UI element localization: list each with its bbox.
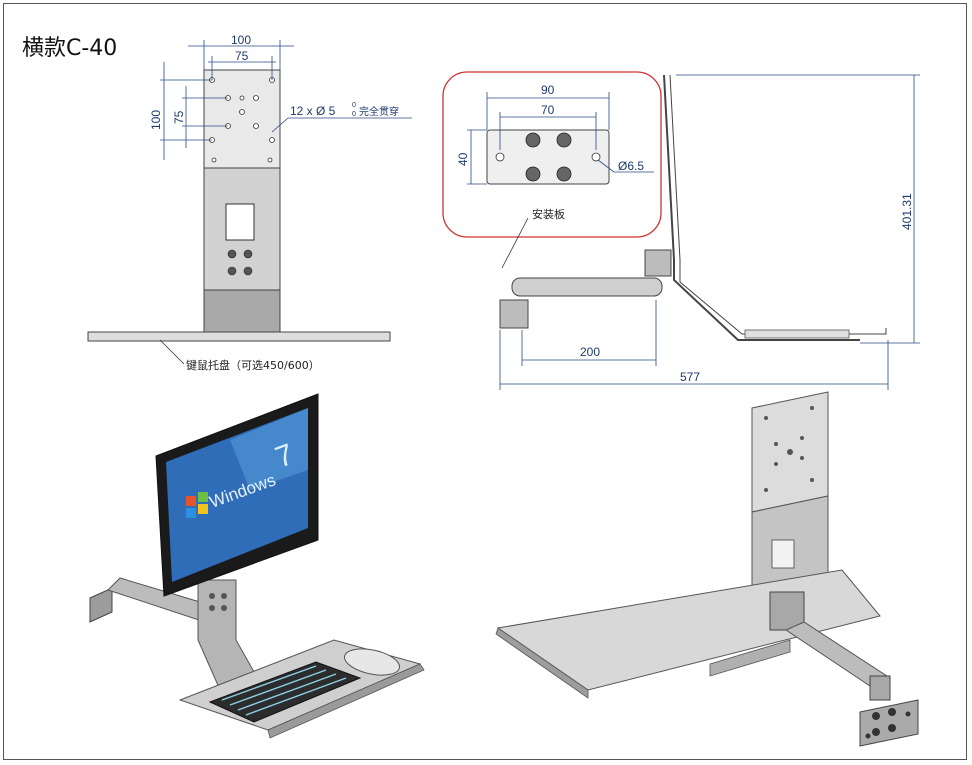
front-view: 键鼠托盘（可选450/600） 100 75 100 75 12 x Ø 5 0… xyxy=(87,33,412,372)
plate-dim-height: 40 xyxy=(456,152,470,166)
render-column-holes xyxy=(209,593,227,611)
plate-leader-line xyxy=(501,217,529,269)
drawing-frame xyxy=(3,3,967,760)
hole-tol-upper: 0 xyxy=(352,102,356,109)
column-bolts xyxy=(227,249,253,276)
dim-height-inner: 75 xyxy=(172,110,186,124)
total-height-dim: 401.31 xyxy=(900,193,914,230)
dim-width-inner: 75 xyxy=(235,49,249,63)
plate-dim-outer: 90 xyxy=(541,83,555,97)
tray-label: 键鼠托盘（可选450/600） xyxy=(186,358,320,372)
vesa-plate xyxy=(203,69,281,169)
mounting-plate xyxy=(486,129,610,185)
render-wall-plate xyxy=(859,699,919,747)
swing-arm xyxy=(511,277,663,297)
column-profile xyxy=(663,74,860,341)
render-bracket-only xyxy=(495,391,919,747)
render-vesa-holes xyxy=(764,406,814,492)
render-tray-foot xyxy=(709,639,791,677)
render-wall-plate-holes xyxy=(865,708,911,739)
tray-side xyxy=(744,329,850,339)
hole-tol-lower: 0 xyxy=(352,111,356,118)
total-length-dim: 577 xyxy=(680,370,700,384)
mounting-plate-callout-box xyxy=(442,71,662,238)
tray-profile xyxy=(669,74,887,335)
plate-dim-inner: 70 xyxy=(541,103,555,117)
drawing-title: 横款C-40 xyxy=(22,36,118,61)
keyboard-tray xyxy=(87,331,391,342)
dim-width-outer: 100 xyxy=(231,33,251,47)
render-tray-edge xyxy=(495,627,589,699)
vesa-holes xyxy=(209,77,275,163)
plate-hole-dim: Ø6.5 xyxy=(618,159,644,173)
tray-leader-line xyxy=(159,339,185,365)
mouse xyxy=(343,648,401,676)
render-tray-lip xyxy=(267,663,425,739)
column-base xyxy=(203,289,281,333)
plate-bolts xyxy=(525,132,572,182)
dim-height-outer: 100 xyxy=(149,110,163,130)
screen-glow xyxy=(230,408,308,490)
arm-dim: 200 xyxy=(580,345,600,359)
wall-bracket xyxy=(89,587,113,623)
render-column-window xyxy=(771,539,795,569)
plate-label: 安装板 xyxy=(532,207,565,221)
keyboard-keys xyxy=(221,665,347,716)
hole-note: 完全贯穿 xyxy=(359,105,399,118)
render-arm-hub xyxy=(869,675,891,701)
windows-logo xyxy=(186,492,208,518)
column-window xyxy=(225,203,255,241)
arm-joint xyxy=(644,249,672,277)
side-view: 90 70 40 Ø6.5 安装板 200 577 401.31 xyxy=(442,71,920,390)
hole-callout: 12 x Ø 5 xyxy=(290,104,336,118)
render-with-monitor: Windows 7 xyxy=(89,393,425,739)
plate-holes xyxy=(495,152,601,162)
wall-mount-hub xyxy=(499,299,529,329)
